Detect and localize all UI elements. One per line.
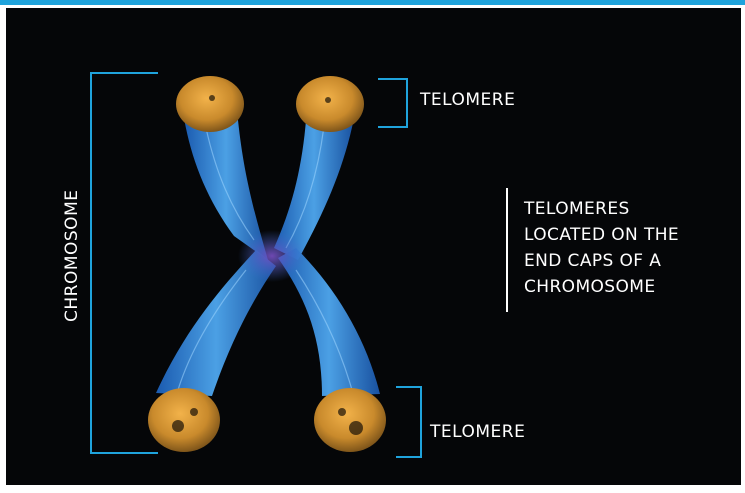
centromere: [238, 230, 306, 282]
diagram-panel: CHROMOSOME TELOMERE TELOMERE TELOMERES L…: [6, 8, 741, 485]
telomere-cap-bottom-right: [314, 388, 386, 452]
chromosome-bracket: [90, 72, 158, 454]
note-line: LOCATED ON THE: [524, 222, 679, 248]
telomere-note: TELOMERES LOCATED ON THE END CAPS OF A C…: [524, 196, 679, 300]
top-accent-rule: [0, 0, 745, 5]
telomere-cap-top-right: [296, 76, 364, 132]
telomere-label-top: TELOMERE: [420, 90, 515, 110]
telomere-cap-bottom-left: [148, 388, 220, 452]
telomere-cap-top-left: [176, 76, 244, 132]
telomere-label-bottom: TELOMERE: [430, 422, 525, 442]
note-line: END CAPS OF A: [524, 248, 679, 274]
telomere-bracket-bottom: [396, 386, 422, 458]
note-divider: [506, 188, 508, 312]
note-line: TELOMERES: [524, 196, 679, 222]
note-line: CHROMOSOME: [524, 274, 679, 300]
telomere-bracket-top: [378, 78, 408, 128]
chromosome-label: CHROMOSOME: [62, 202, 82, 322]
